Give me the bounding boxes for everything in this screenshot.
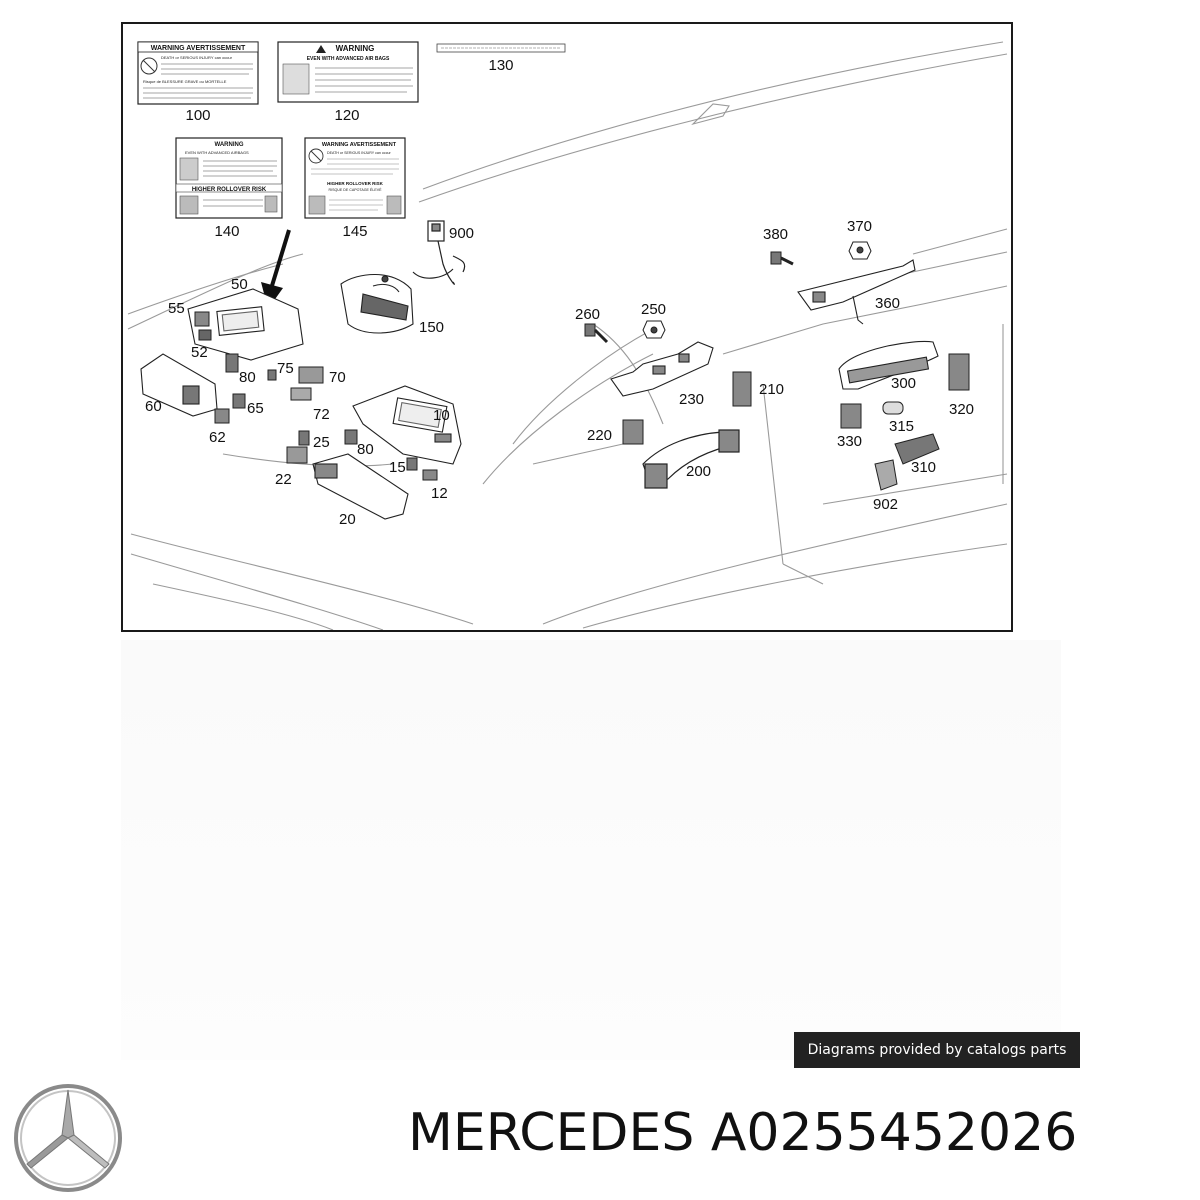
label-140-line2: HIGHER ROLLOVER RISK — [192, 187, 267, 193]
label-strip-130 — [436, 43, 566, 53]
handle-70 — [298, 366, 324, 384]
callout-220: 220 — [587, 427, 612, 444]
label-100-header: WARNING AVERTISSEMENT — [151, 45, 246, 52]
callout-12: 12 — [431, 485, 448, 502]
clip-220 — [622, 419, 644, 445]
callout-10: 10 — [433, 407, 450, 424]
roof-outline — [127, 41, 1008, 630]
callout-130: 130 — [488, 57, 513, 74]
callout-15: 15 — [389, 459, 406, 476]
mercedes-star-icon — [14, 1084, 122, 1192]
connector-902 — [874, 459, 898, 491]
callout-80-b: 80 — [357, 441, 374, 458]
callout-20: 20 — [339, 511, 356, 528]
warning-label-145: WARNING AVERTISSEMENT DEATH or SERIOUS I… — [304, 137, 406, 219]
callout-210: 210 — [759, 381, 784, 398]
callout-150: 150 — [419, 319, 444, 336]
callout-260: 260 — [575, 306, 600, 323]
label-140-header: WARNING — [215, 142, 244, 148]
clip-80-b — [344, 429, 358, 445]
clip-25 — [298, 430, 310, 446]
clip-320 — [948, 353, 970, 391]
label-145-line3: RISQUE DE CAPOTAGE ÉLEVÉ — [328, 187, 382, 192]
callout-370: 370 — [847, 218, 872, 235]
callout-200: 200 — [686, 463, 711, 480]
warning-label-120: WARNING EVEN WITH ADVANCED AIR BAGS — [277, 41, 419, 103]
label-120-line1: EVEN WITH ADVANCED AIR BAGS — [307, 56, 390, 62]
sun-visor-50 — [187, 288, 304, 361]
credit-banner: Diagrams provided by catalogs parts — [794, 1032, 1080, 1068]
label-145-line2: HIGHER ROLLOVER RISK — [327, 181, 384, 186]
nut-250 — [642, 320, 666, 339]
callout-80-a: 80 — [239, 369, 256, 386]
label-140-line1: EVEN WITH ADVANCED AIRBAGS — [185, 150, 249, 155]
nut-370 — [848, 241, 872, 260]
bulb-315 — [882, 401, 904, 415]
label-145-header: WARNING AVERTISSEMENT — [322, 142, 397, 148]
clip-330 — [840, 403, 862, 429]
screw-380 — [770, 251, 794, 266]
clip-12 — [422, 469, 438, 481]
label-100-line1: DEATH or SERIOUS INJURY can occur — [161, 55, 233, 60]
callout-320: 320 — [949, 401, 974, 418]
grab-handle-200 — [642, 429, 740, 489]
callout-65: 65 — [247, 400, 264, 417]
label-100-line2: Risque de BLESSURE GRAVE ou MORTELLE — [143, 79, 227, 84]
sun-visor-10 — [352, 385, 462, 465]
background-panel — [121, 640, 1061, 1060]
label-145-line1: DEATH or SERIOUS INJURY can occur — [327, 151, 392, 155]
callout-900: 900 — [449, 225, 474, 242]
label-120-header: WARNING — [336, 44, 375, 53]
callout-360: 360 — [875, 295, 900, 312]
callout-70: 70 — [329, 369, 346, 386]
callout-145: 145 — [342, 223, 367, 240]
clip-15 — [406, 457, 418, 471]
callout-72: 72 — [313, 406, 330, 423]
parts-diagram: WARNING AVERTISSEMENT DEATH or SERIOUS I… — [121, 22, 1013, 632]
screw-260 — [584, 323, 609, 344]
callout-902: 902 — [873, 496, 898, 513]
clip-65 — [232, 393, 246, 409]
callout-120: 120 — [334, 107, 359, 124]
warning-label-140: WARNING EVEN WITH ADVANCED AIRBAGS HIGHE… — [175, 137, 283, 219]
callout-310: 310 — [911, 459, 936, 476]
visor-clip-55 — [194, 311, 212, 341]
clip-75 — [267, 369, 277, 381]
callout-140: 140 — [214, 223, 239, 240]
dome-lamp-150 — [340, 273, 414, 334]
callout-230: 230 — [679, 391, 704, 408]
callout-25: 25 — [313, 434, 330, 451]
callout-330: 330 — [837, 433, 862, 450]
callout-250: 250 — [641, 301, 666, 318]
switch-panel-310 — [894, 433, 940, 465]
overhead-console-300 — [838, 340, 939, 390]
visor-mount-62 — [214, 408, 230, 424]
sun-visor-20 — [312, 453, 409, 520]
part-title: MERCEDES A0255452026 — [408, 1103, 1078, 1163]
callout-100: 100 — [185, 107, 210, 124]
clip-210 — [732, 371, 752, 407]
warning-label-100: WARNING AVERTISSEMENT DEATH or SERIOUS I… — [137, 41, 259, 105]
mount-22 — [286, 446, 308, 464]
callout-315: 315 — [889, 418, 914, 435]
callout-22: 22 — [275, 471, 292, 488]
bracket-72 — [290, 387, 312, 401]
clip-80 — [225, 353, 239, 373]
bracket-230 — [610, 341, 714, 397]
callout-300: 300 — [891, 375, 916, 392]
callout-380: 380 — [763, 226, 788, 243]
callout-62: 62 — [209, 429, 226, 446]
callout-55: 55 — [168, 300, 185, 317]
callout-50: 50 — [231, 276, 248, 293]
callout-52: 52 — [191, 344, 208, 361]
connector-900 — [412, 220, 466, 285]
bracket-360 — [797, 259, 916, 325]
callout-60: 60 — [145, 398, 162, 415]
callout-75: 75 — [277, 360, 294, 377]
